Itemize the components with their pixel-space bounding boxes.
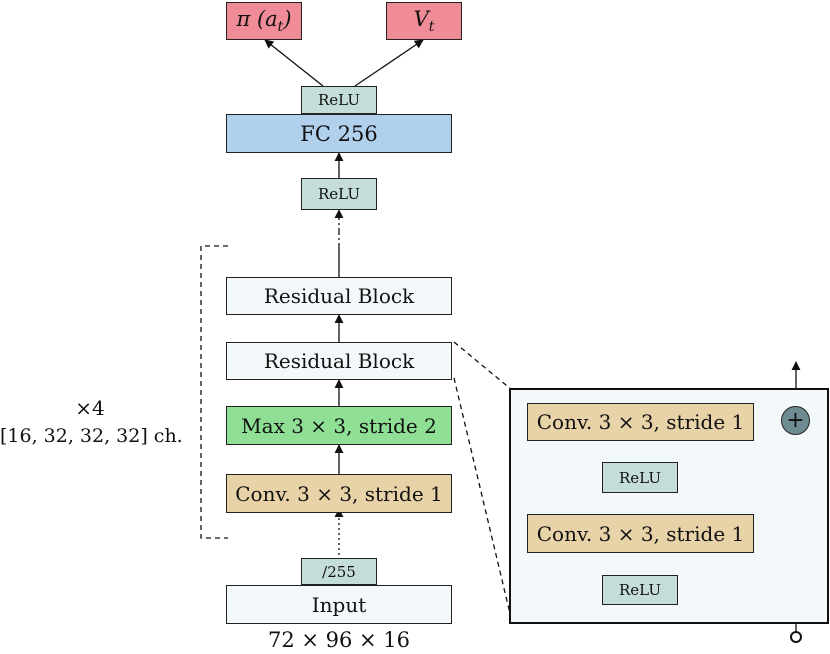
repeat-channels-label: [16, 32, 32, 32] ch. [0,425,183,447]
skip-origin [790,631,802,643]
input-shape-label: 72 × 96 × 16 [267,628,411,652]
input-layer: Input [226,585,452,624]
relu-mid: ReLU [301,178,377,210]
scale-op: /255 [301,558,377,585]
policy-output: π (at) [226,2,302,40]
add-node: + [781,406,810,435]
repeat-count-label: ×4 [75,396,105,420]
zoom-line-top [453,341,513,391]
relu-top: ReLU [301,86,377,114]
detail-relu-bottom: ReLU [602,575,678,605]
conv-layer: Conv. 3 × 3, stride 1 [226,474,452,513]
arrow-to-policy [264,39,324,87]
detail-conv-bottom: Conv. 3 × 3, stride 1 [527,514,754,553]
residual-block-top: Residual Block [226,277,452,315]
maxpool-layer: Max 3 × 3, stride 2 [226,406,452,445]
fc-layer: FC 256 [226,114,452,153]
arrow-to-value [354,39,424,87]
residual-block-bottom: Residual Block [226,342,452,380]
detail-relu-top: ReLU [602,462,678,493]
zoom-line-bottom [453,377,513,623]
detail-conv-top: Conv. 3 × 3, stride 1 [527,403,754,441]
value-output: Vt [386,2,462,40]
repeat-bracket [200,245,228,539]
